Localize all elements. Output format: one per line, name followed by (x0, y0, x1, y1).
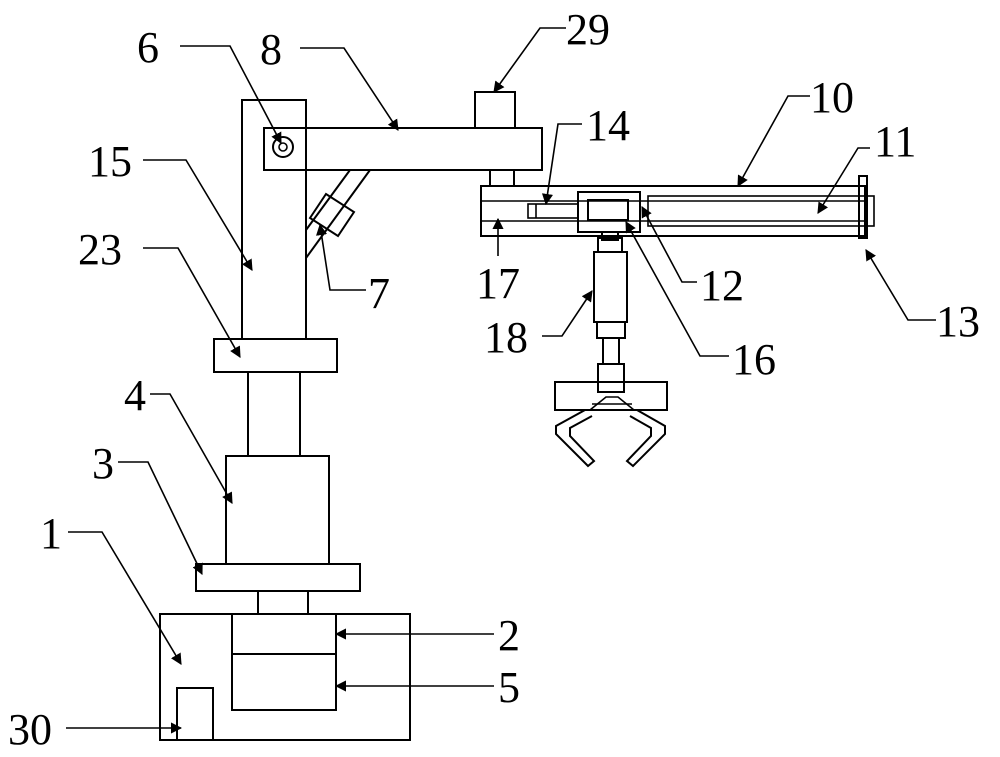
rail-housing-10 (480, 185, 866, 237)
label-29: 29 (566, 5, 610, 54)
label-4: 4 (124, 371, 146, 420)
label-12: 12 (700, 261, 744, 310)
label-3: 3 (92, 439, 114, 488)
horizontal-arm-8 (263, 127, 543, 171)
pivot-pin-6 (272, 136, 294, 158)
top-block-29 (474, 91, 516, 129)
carriage-window-16 (587, 199, 629, 221)
gripper-jaw-left (555, 409, 596, 468)
lift-cylinder-4 (225, 455, 330, 565)
label-5: 5 (498, 663, 520, 712)
label-11: 11 (874, 117, 916, 166)
gripper-jaw-right (625, 409, 666, 468)
base-housing (159, 613, 411, 741)
support-strut-7 (305, 169, 371, 259)
vertical-cylinder-18 (593, 251, 628, 365)
motor-2 (231, 613, 337, 655)
label-30: 30 (8, 705, 52, 754)
label-18: 18 (484, 313, 528, 362)
label-2: 2 (498, 611, 520, 660)
arm-connector (489, 169, 515, 187)
label-7: 7 (368, 269, 390, 318)
label-15: 15 (88, 137, 132, 186)
label-8: 8 (260, 25, 282, 74)
leader-lines (66, 27, 936, 734)
label-1: 1 (40, 509, 62, 558)
end-plate-13 (858, 175, 868, 239)
piston-rod (247, 371, 301, 457)
base-neck (257, 590, 309, 615)
control-box-30 (176, 687, 214, 741)
turntable-plate-3 (195, 563, 361, 592)
label-14: 14 (586, 101, 630, 150)
drive-5 (231, 653, 337, 711)
gripper-head (554, 363, 668, 411)
label-13: 13 (936, 297, 980, 346)
label-6: 6 (137, 23, 159, 72)
label-17: 17 (476, 259, 520, 308)
label-10: 10 (810, 73, 854, 122)
label-23: 23 (78, 225, 122, 274)
label-16: 16 (732, 335, 776, 384)
slide-cylinder-14 (527, 203, 579, 219)
upright-column-15 (241, 99, 307, 340)
